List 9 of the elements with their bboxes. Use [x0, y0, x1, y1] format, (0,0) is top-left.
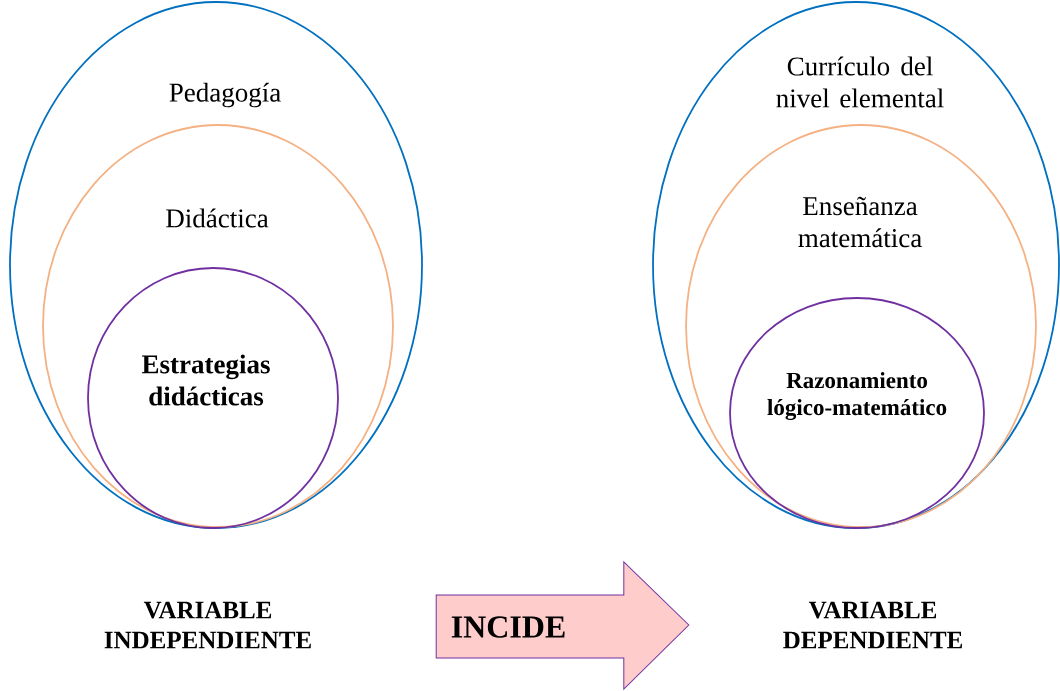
ellipse-label: Enseñanza matemática: [798, 196, 922, 248]
variable-label: VARIABLE DEPENDIENTE: [783, 601, 962, 649]
ellipse-label: Pedagogía: [169, 82, 281, 108]
variable-label: VARIABLE INDEPENDIENTE: [104, 601, 311, 649]
ellipse-label: Currículo del nivel elemental: [776, 56, 944, 108]
ellipse-label: Didáctica: [166, 208, 269, 228]
ellipse-label: Estrategias didácticas: [141, 354, 270, 406]
edge-label: INCIDE: [449, 615, 568, 639]
ellipse-label: Razonamiento lógico-matemático: [767, 372, 947, 421]
